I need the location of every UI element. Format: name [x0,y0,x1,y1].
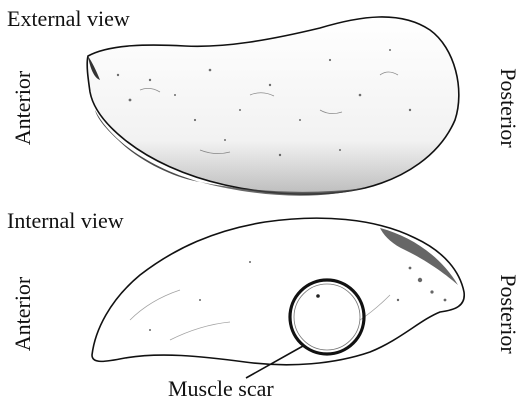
internal-anterior-label: Anterior [12,259,34,369]
internal-view-heading: Internal view [7,210,124,232]
internal-shell-illustration [92,218,464,378]
muscle-scar-label: Muscle scar [168,378,274,400]
internal-posterior-label: Posterior [497,259,519,369]
external-anterior-label: Anterior [12,53,34,163]
external-shell-illustration [87,17,459,196]
external-posterior-label: Posterior [497,53,519,163]
external-view-heading: External view [7,8,130,30]
